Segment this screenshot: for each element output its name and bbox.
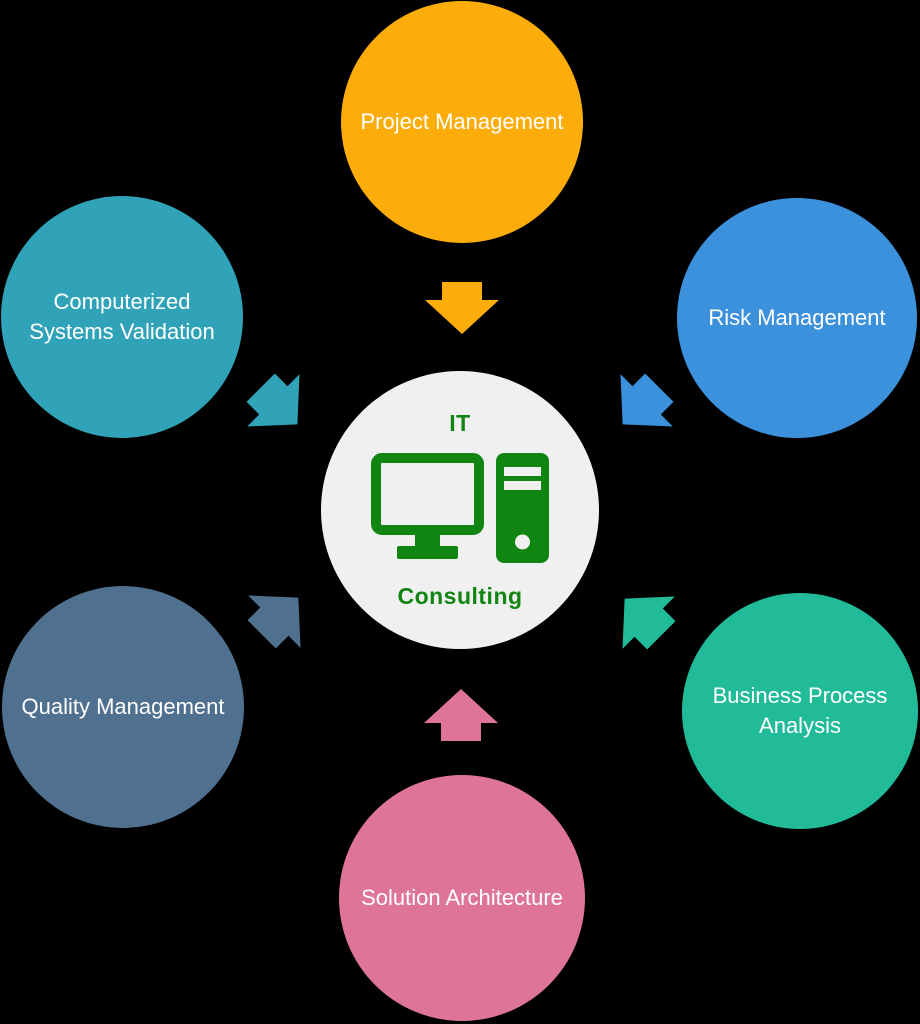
node-risk-management: Risk Management [677, 198, 917, 438]
node-label: Project Management [360, 108, 564, 134]
node-label: Quality Management [21, 693, 225, 719]
node-label: Computerized Systems Validation [29, 288, 215, 344]
node-label: Solution Architecture [361, 884, 563, 910]
up-arrow-icon [424, 689, 498, 741]
desktop-computer-icon [371, 453, 549, 563]
node-computerized-systems-validation: Computerized Systems Validation [1, 196, 243, 438]
arrow-from-computerized-systems-validation [234, 361, 323, 450]
down-arrow-icon [425, 282, 499, 334]
node-business-process-analysis: Business Process Analysis [682, 593, 918, 829]
arrow-from-solution-architecture [424, 689, 498, 741]
down-left-arrow-icon [620, 373, 674, 427]
node-quality-management: Quality Management [2, 586, 244, 828]
arrow-from-project-management [425, 282, 499, 334]
node-label: Risk Management [708, 304, 886, 330]
down-right-arrow-icon [246, 373, 300, 427]
center-hub-it-consulting: IT Consulting [321, 371, 599, 649]
up-right-arrow-icon [247, 595, 301, 649]
center-label-top: IT [449, 410, 471, 436]
center-label-bottom: Consulting [397, 583, 523, 609]
arrow-from-business-process-analysis [598, 572, 687, 661]
arrow-from-quality-management [235, 571, 324, 660]
node-solution-architecture: Solution Architecture [339, 775, 585, 1021]
arrow-from-risk-management [596, 361, 685, 450]
up-left-arrow-icon [622, 596, 676, 650]
node-project-management: Project Management [341, 1, 583, 243]
node-label: Business Process Analysis [712, 682, 888, 738]
